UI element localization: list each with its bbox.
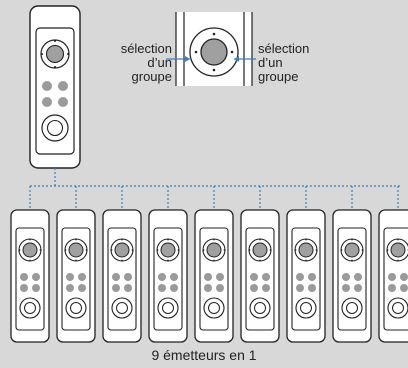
caption: 9 émetteurs en 1 — [151, 347, 257, 363]
label-line: d’un — [258, 55, 283, 70]
selection-label-left: sélection d’un groupe — [96, 42, 172, 84]
remote-icon — [194, 209, 234, 343]
remote-icon — [286, 209, 326, 343]
selector-wheel-icon — [175, 12, 253, 86]
arrow-right-icon — [234, 56, 256, 62]
selection-label-right: sélection d’un groupe — [258, 42, 334, 84]
remote-icon — [332, 209, 372, 343]
label-line: groupe — [131, 69, 172, 84]
remote-icon — [148, 209, 188, 343]
connector-lines — [29, 168, 400, 210]
remote-icon — [240, 209, 280, 343]
remote-icon — [102, 209, 142, 343]
label-line: sélection — [120, 41, 172, 56]
label-line: sélection — [258, 41, 310, 56]
label-line: d’un — [147, 55, 172, 70]
label-line: groupe — [258, 69, 299, 84]
remote-icon — [10, 209, 50, 343]
remote-icon — [56, 209, 96, 343]
master-remote — [29, 5, 81, 169]
arrow-left-icon — [166, 56, 190, 62]
remote-icon — [378, 209, 408, 343]
